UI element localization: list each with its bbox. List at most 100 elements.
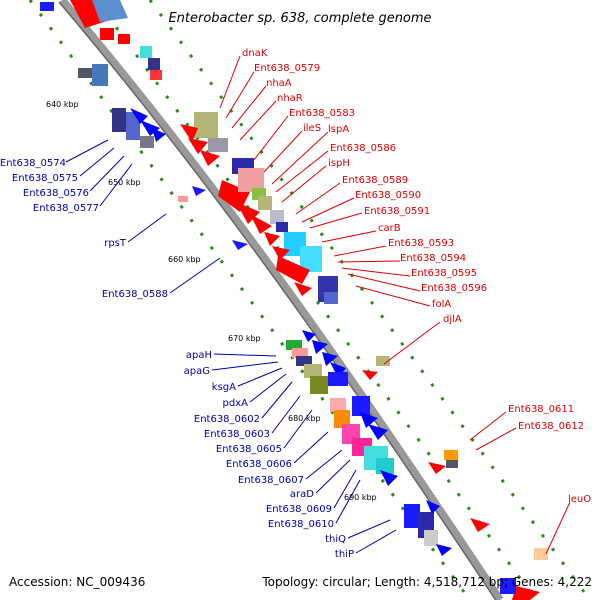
gene-label[interactable]: Ent638_0574 (0, 158, 66, 169)
gene-label[interactable]: Ent638_0577 (33, 203, 99, 214)
gene-label[interactable]: rpsT (104, 238, 127, 249)
gene-block (292, 348, 308, 358)
gene-block (40, 2, 54, 11)
gene-block (276, 256, 310, 284)
gene-label[interactable]: lspA (328, 124, 349, 135)
leader-line (127, 213, 167, 243)
gene-block (424, 530, 438, 546)
gene-block (218, 180, 250, 212)
tick-label: 640 kbp (46, 100, 79, 109)
gene-label[interactable]: apaH (186, 350, 212, 361)
gene-label[interactable]: Ent638_0575 (12, 173, 78, 184)
gene-arrow (232, 240, 248, 250)
gene-arrow (368, 424, 388, 440)
gene-label[interactable]: Ent638_0590 (355, 190, 421, 201)
leader-line (355, 285, 431, 307)
gene-block (194, 112, 218, 138)
gene-label[interactable]: carB (378, 223, 401, 234)
gene-label[interactable]: Ent638_0609 (266, 504, 332, 515)
tick-label: 680 kbp (288, 414, 321, 423)
gene-block (178, 196, 188, 202)
leader-line (225, 71, 255, 119)
gene-arrow (312, 340, 328, 354)
gene-label[interactable]: dnaK (242, 48, 268, 59)
gene-label[interactable]: Ent638_0612 (518, 421, 584, 432)
gene-block (270, 210, 284, 224)
gene-block (148, 58, 160, 70)
gene-label[interactable]: araD (290, 489, 314, 500)
gene-block (100, 28, 114, 40)
leader-line (293, 431, 329, 464)
gene-block (324, 292, 338, 304)
leader-line (545, 501, 571, 555)
gene-label[interactable]: Ent638_0583 (289, 108, 355, 119)
gene-block (92, 64, 108, 86)
gene-label[interactable]: Ent638_0594 (400, 253, 466, 264)
leader-line (249, 373, 287, 403)
leader-line (263, 130, 303, 173)
reverse-gene-labels: Ent638_0574 Ent638_0575 Ent638_0576 Ent6… (0, 139, 397, 560)
gene-label[interactable]: Ent638_0593 (388, 238, 454, 249)
gene-label[interactable]: thiP (335, 549, 354, 560)
gene-arrow (272, 246, 290, 260)
leader-line (169, 257, 221, 294)
gene-block (140, 136, 154, 148)
leader-line (283, 409, 313, 449)
leader-line (275, 150, 329, 193)
leader-line (355, 529, 397, 554)
gene-label[interactable]: ispH (328, 158, 350, 169)
gene-label[interactable]: Ent638_0611 (508, 404, 574, 415)
gene-arrow (250, 214, 272, 234)
leader-line (211, 361, 279, 371)
gene-label[interactable]: Ent638_0605 (216, 444, 282, 455)
gene-label[interactable]: nhaR (277, 93, 303, 104)
gene-label[interactable]: leuO (568, 494, 591, 505)
gene-label[interactable]: Ent638_0595 (411, 268, 477, 279)
gene-arrow (426, 500, 440, 514)
guide-line-far-forward (148, 0, 592, 600)
gene-label[interactable]: Ent638_0610 (268, 519, 334, 530)
gene-label[interactable]: ksgA (212, 382, 236, 393)
gene-block (328, 372, 348, 386)
gene-block (352, 396, 370, 416)
gene-label[interactable]: nhaA (266, 78, 292, 89)
gene-label[interactable]: Ent638_0589 (342, 175, 408, 186)
gene-label[interactable]: Ent638_0606 (226, 459, 292, 470)
gene-label[interactable]: Ent638_0591 (364, 206, 430, 217)
tick-label: 650 kbp (108, 178, 141, 187)
gene-arrow (380, 470, 398, 486)
leader-line (239, 100, 277, 141)
gene-arrow (428, 462, 446, 474)
gene-arrow (188, 138, 208, 154)
gene-arrow (152, 128, 166, 142)
gene-label[interactable]: Ent638_0586 (330, 143, 396, 154)
leader-line (237, 367, 283, 387)
gene-arrow (236, 202, 260, 224)
gene-label[interactable]: Ent638_0588 (102, 289, 168, 300)
forward-gene-labels: dnaK Ent638_0579 nhaA nhaR Ent638_0583 i… (219, 48, 591, 555)
gene-arrow (130, 108, 148, 124)
leader-line (301, 197, 355, 223)
forward-leader-lines (219, 55, 571, 555)
gene-label[interactable]: Ent638_0607 (238, 475, 304, 486)
gene-arrow (264, 232, 280, 246)
gene-label[interactable]: Ent638_0602 (194, 414, 260, 425)
gene-label[interactable]: apaG (184, 366, 210, 377)
gene-label[interactable]: pdxA (223, 398, 249, 409)
gene-glyphs (40, 0, 548, 600)
gene-block (286, 340, 302, 350)
map-title: Enterobacter sp. 638, complete genome (168, 11, 431, 26)
gene-arrow (200, 150, 220, 166)
gene-label[interactable]: djlA (443, 314, 462, 325)
gene-label[interactable]: ileS (303, 123, 321, 134)
gene-label[interactable]: Ent638_0579 (254, 63, 320, 74)
gene-label[interactable]: Ent638_0596 (421, 283, 487, 294)
genome-summary-text: Topology: circular; Length: 4,518,712 bp… (261, 575, 592, 589)
gene-label[interactable]: Ent638_0576 (23, 188, 89, 199)
gene-label[interactable]: folA (432, 299, 451, 310)
leader-line (383, 321, 441, 365)
gene-block (304, 364, 322, 378)
gene-label[interactable]: Ent638_0603 (204, 429, 270, 440)
gene-label[interactable]: thiQ (325, 534, 346, 545)
